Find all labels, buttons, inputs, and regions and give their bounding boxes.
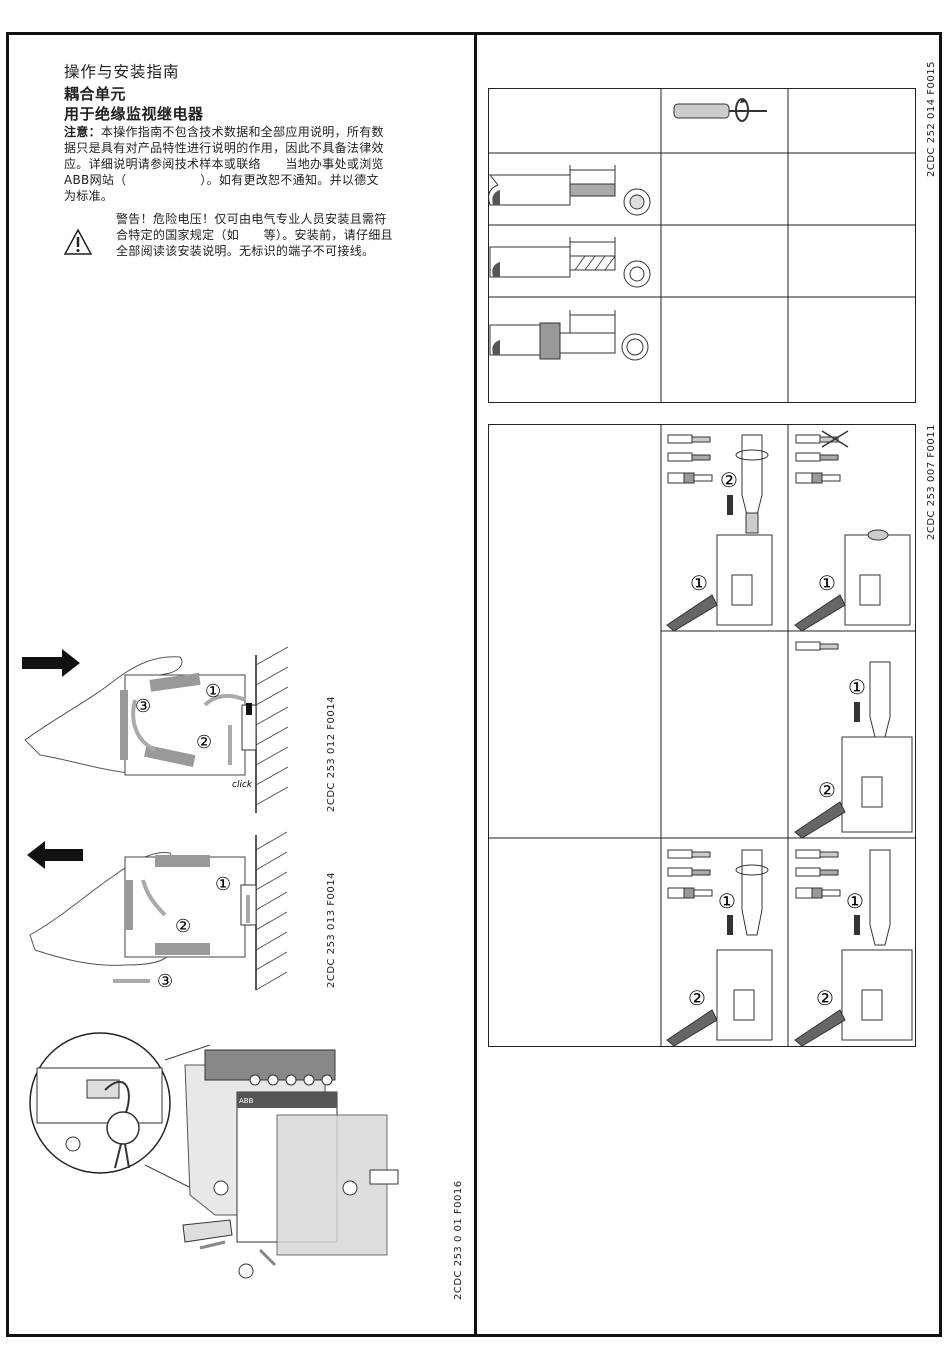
figure-code-wire-table: 2CDC 252 014 F0015 (926, 61, 937, 177)
terminal-push-in: ① ② (794, 641, 913, 839)
svg-text:ABB: ABB (239, 1097, 254, 1105)
svg-text:②: ② (688, 986, 706, 1010)
screwdriver-icon (673, 98, 767, 122)
svg-text:①: ① (718, 889, 736, 913)
step-2-label: ② (175, 916, 191, 937)
svg-text:①: ① (818, 571, 836, 595)
step-3-label: ③ (157, 971, 173, 992)
step-1-label: ① (205, 681, 221, 702)
wire-stranded-icon (489, 237, 651, 288)
mounting-figure: ① ② ③ click (22, 646, 289, 813)
svg-text:①: ① (848, 675, 866, 699)
column-divider (474, 32, 477, 1337)
figure-code-dismount: 2CDC 253 013 F0014 (326, 872, 337, 988)
figure-code-terminal-table: 2CDC 253 007 F0011 (926, 424, 937, 540)
warning-paragraph: 警告！危险电压！仅可由电气专业人员安装且需符 合特定的国家规定（如 等）。安装前… (116, 212, 393, 258)
svg-text:②: ② (720, 468, 738, 492)
arrow-left-icon (27, 841, 83, 869)
wire-ferrule-icon (489, 310, 649, 361)
doc-title-sub: 用于绝缘监视继电器 (64, 105, 204, 123)
wire-table (488, 88, 916, 403)
svg-text:②: ② (816, 986, 834, 1010)
seal-figure: ABB (29, 1032, 399, 1279)
step-2-label: ② (196, 732, 212, 753)
doc-title: 耦合单元 (64, 85, 127, 103)
doc-subtitle: 操作与安装指南 (64, 63, 180, 81)
terminal-insert-x: ① (794, 430, 911, 632)
figure-code-seal: 2CDC 253 0 01 F0016 (453, 1180, 464, 1300)
terminal-release-push: ① ② (794, 849, 913, 1047)
arrow-right-icon (22, 649, 80, 677)
svg-text:①: ① (846, 889, 864, 913)
note-paragraph: 注意：本操作指南不包含技术数据和全部应用说明，所有数 据只是具有对产品特性进行说… (64, 125, 384, 203)
figure-code-mount: 2CDC 253 012 F0014 (326, 696, 337, 812)
terminal-table-grid (488, 424, 916, 1047)
warning-triangle-icon (63, 228, 93, 255)
wire-solid-icon (488, 165, 651, 216)
svg-text:②: ② (818, 778, 836, 802)
dismount-figure: ① ② ③ (27, 831, 288, 992)
terminal-release-screw: ① ② (666, 849, 773, 1047)
step-3-label: ③ (135, 696, 151, 717)
note-label: 注意： (64, 125, 101, 139)
terminal-table (488, 424, 916, 1047)
step-1-label: ① (215, 874, 231, 895)
terminal-insert-screw: ② ① (666, 434, 773, 632)
wire-table-grid (488, 88, 916, 403)
click-label: click (232, 780, 253, 790)
svg-text:①: ① (690, 571, 708, 595)
